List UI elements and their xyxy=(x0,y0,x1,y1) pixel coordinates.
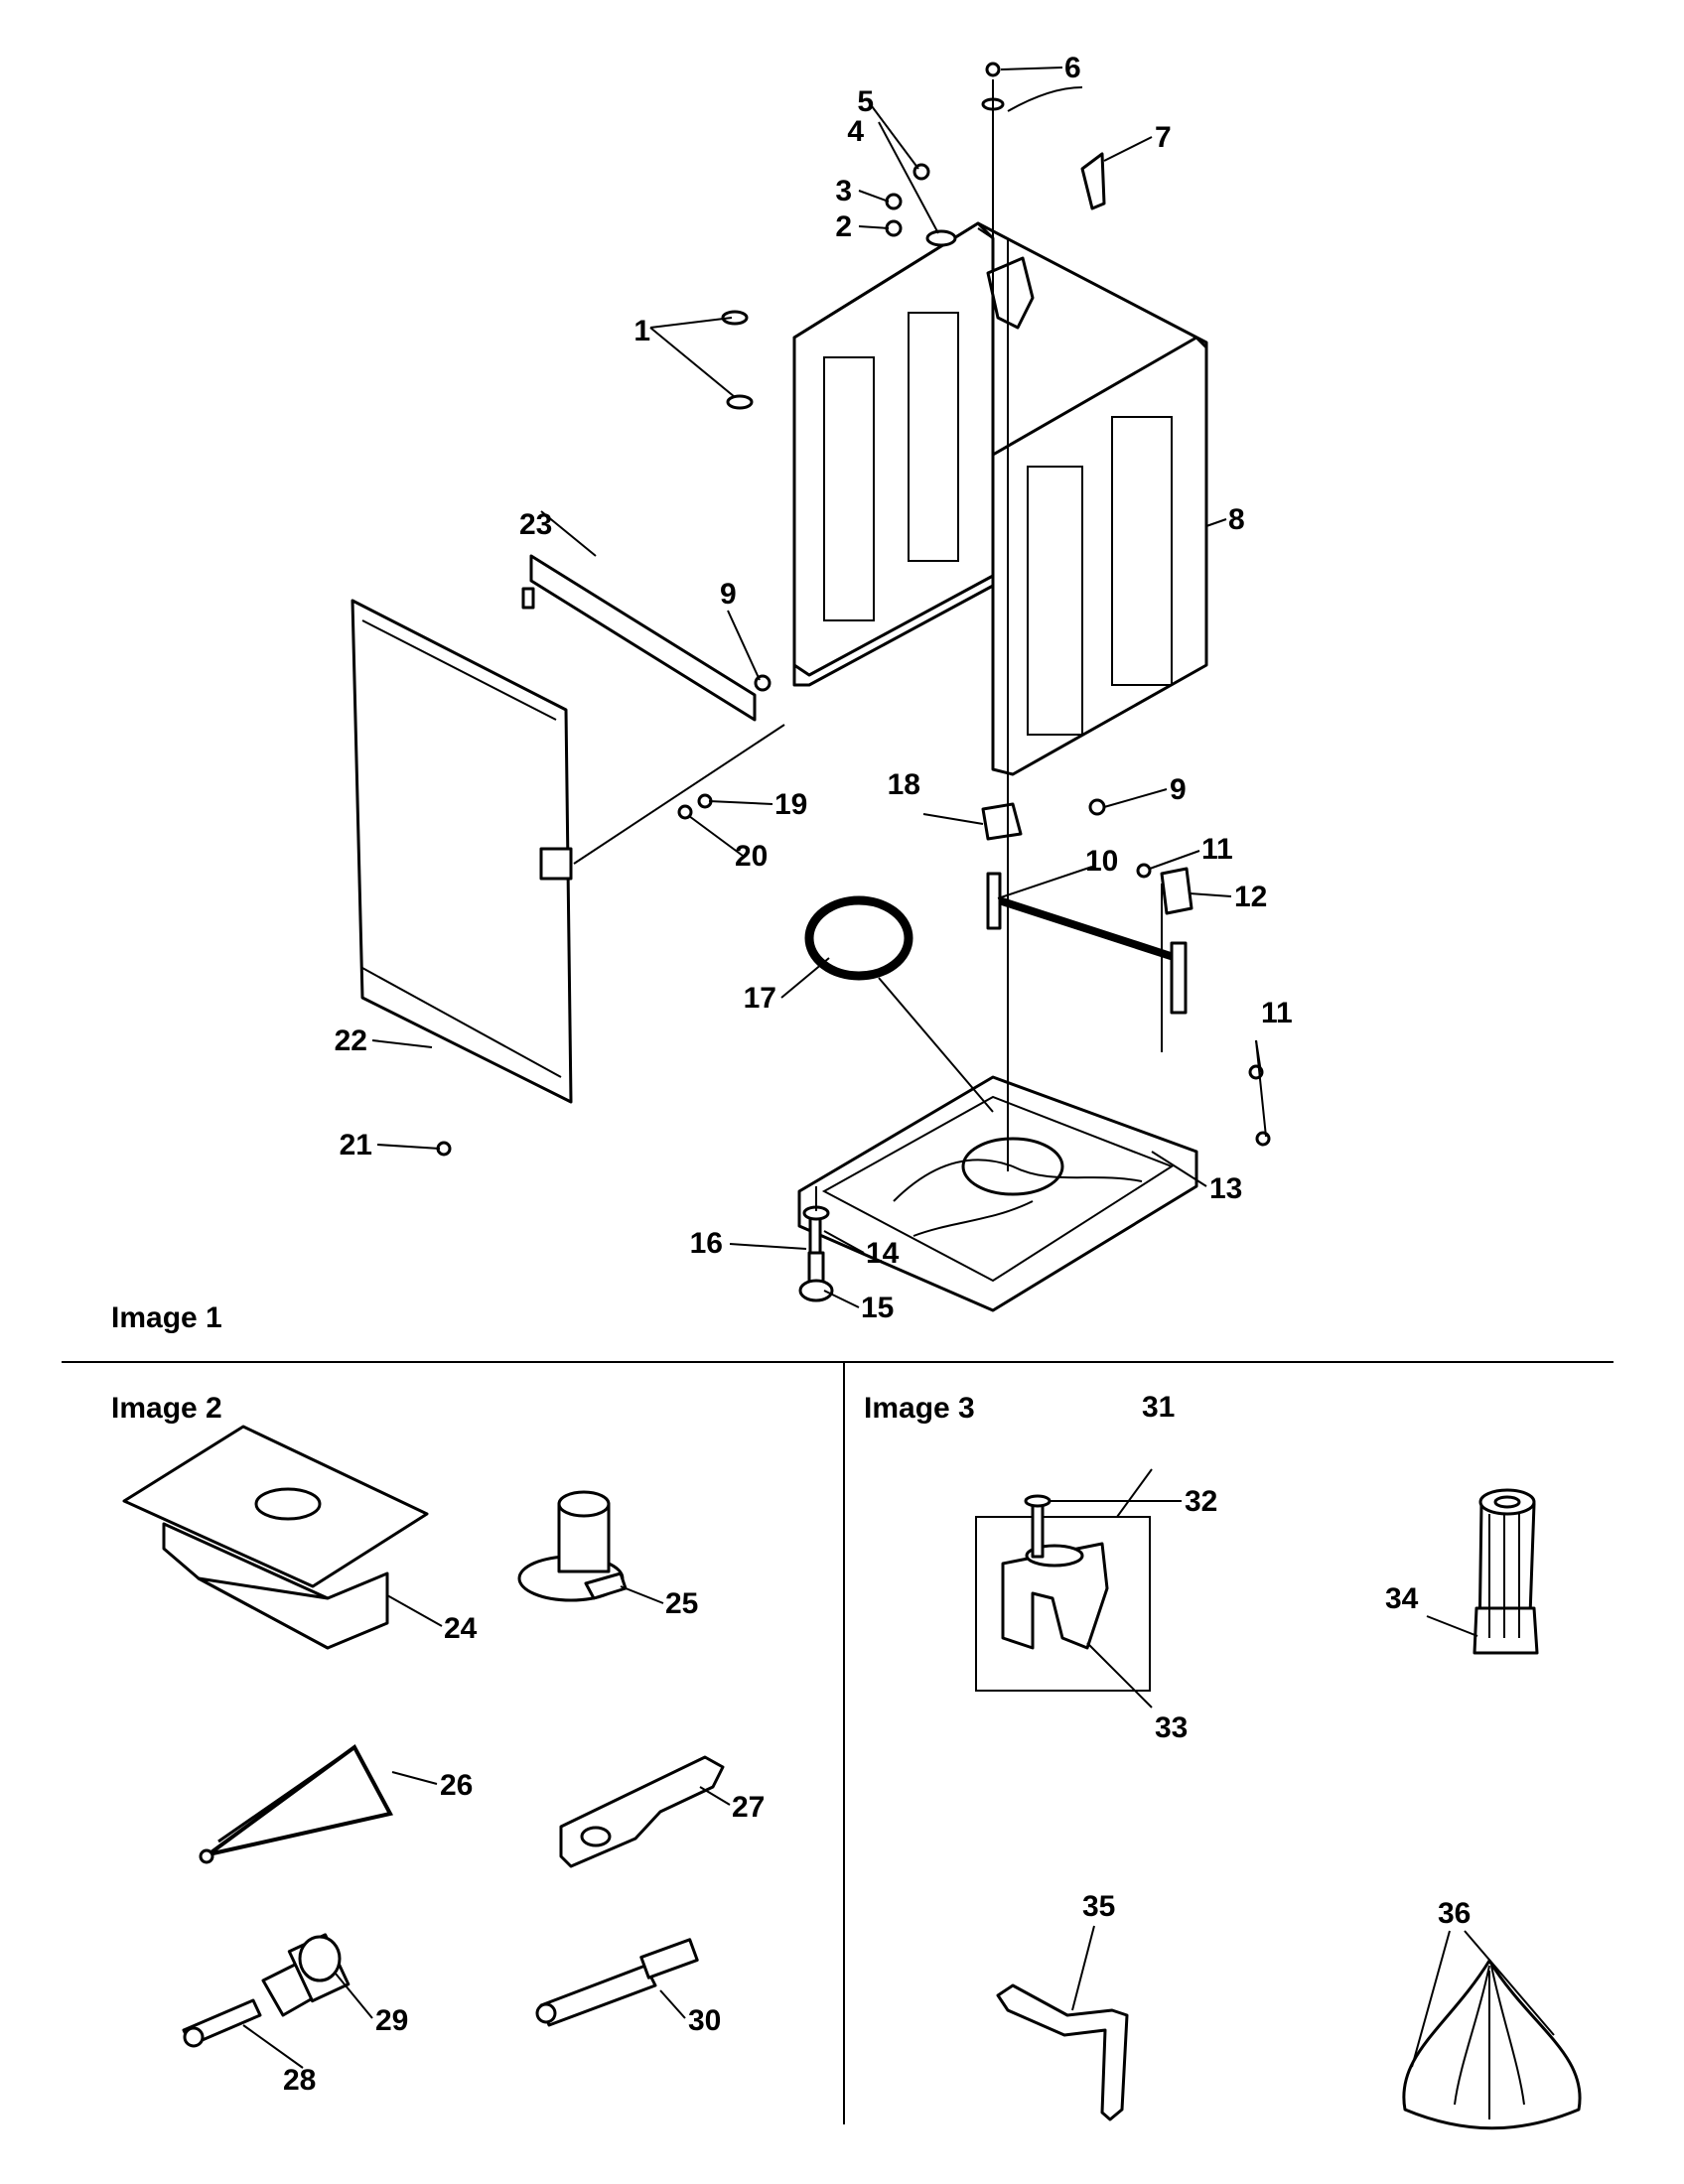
callout-20: 20 xyxy=(735,840,768,873)
callout-11a: 11 xyxy=(1201,833,1233,866)
callout-30: 30 xyxy=(688,2004,721,2037)
callout-16: 16 xyxy=(690,1227,723,1260)
callout-23: 23 xyxy=(519,508,552,541)
section-labels: Image 1 Image 2 Image 3 xyxy=(111,1301,975,1425)
section-label-image2: Image 2 xyxy=(111,1392,222,1425)
callout-34: 34 xyxy=(1385,1582,1419,1615)
callout-24: 24 xyxy=(444,1612,478,1645)
callout-27: 27 xyxy=(732,1791,765,1824)
section-label-image3: Image 3 xyxy=(864,1392,975,1425)
callout-9b: 9 xyxy=(1170,773,1187,806)
image3-parts xyxy=(975,1488,1582,2130)
callout-14: 14 xyxy=(866,1237,900,1270)
callout-12: 12 xyxy=(1234,881,1267,913)
misc-hardware xyxy=(436,62,1271,1302)
callout-28: 28 xyxy=(283,2064,316,2097)
callout-13: 13 xyxy=(1209,1172,1242,1205)
callout-9a: 9 xyxy=(720,578,737,611)
image2-parts xyxy=(122,1425,725,2048)
callout-26: 26 xyxy=(440,1769,473,1802)
callout-1: 1 xyxy=(633,315,650,347)
callout-29: 29 xyxy=(375,2004,408,2037)
section-label-image1: Image 1 xyxy=(111,1301,222,1334)
callout-15: 15 xyxy=(861,1292,894,1324)
image1-leaders xyxy=(371,67,1267,1308)
callout-18: 18 xyxy=(888,768,920,801)
callout-7: 7 xyxy=(1155,121,1172,154)
callout-4: 4 xyxy=(847,115,864,148)
callout-17: 17 xyxy=(744,982,776,1015)
callout-5: 5 xyxy=(857,85,874,118)
callout-2: 2 xyxy=(835,210,852,243)
callout-31: 31 xyxy=(1142,1391,1175,1424)
front-panel xyxy=(351,599,573,1104)
cabinet-assembly xyxy=(792,221,1208,776)
image2-leaders xyxy=(242,1585,731,2069)
callout-labels: 1 2 3 4 5 6 7 8 9 9 10 11 11 12 13 14 15… xyxy=(283,52,1471,2097)
callout-32: 32 xyxy=(1185,1485,1217,1518)
callout-21: 21 xyxy=(340,1129,372,1161)
callout-33: 33 xyxy=(1155,1711,1188,1744)
callout-22: 22 xyxy=(335,1024,367,1057)
callout-3: 3 xyxy=(835,175,852,207)
drive-belt xyxy=(804,895,913,981)
callout-25: 25 xyxy=(665,1587,698,1620)
suspension-rod xyxy=(986,872,1188,1015)
callout-11b: 11 xyxy=(1261,997,1293,1029)
callout-8: 8 xyxy=(1228,503,1245,536)
callout-36: 36 xyxy=(1438,1897,1471,1930)
callout-6: 6 xyxy=(1064,52,1081,84)
image3-leaders xyxy=(1050,1468,1555,2068)
base-frame xyxy=(797,1075,1198,1312)
front-brace xyxy=(529,554,757,722)
callout-35: 35 xyxy=(1082,1890,1115,1923)
callout-19: 19 xyxy=(774,788,807,821)
callout-10: 10 xyxy=(1085,845,1118,878)
